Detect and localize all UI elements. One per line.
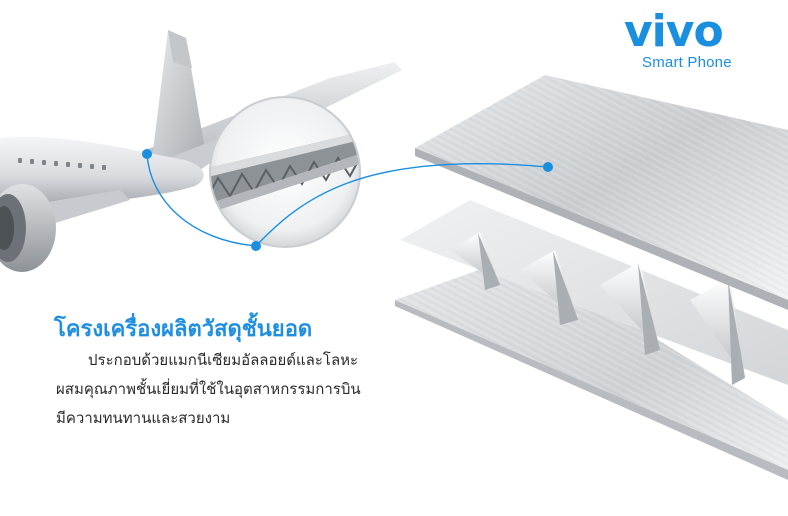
airplane-graphic (0, 30, 402, 272)
callout-lines (146, 153, 549, 247)
feature-headline: โครงเครื่องผลิตวัสดุชั้นยอด (54, 317, 313, 342)
callout-dot-magnifier (251, 241, 261, 251)
metal-layers-graphic (395, 75, 788, 480)
callout-dot-airplane (142, 149, 152, 159)
callout-dot-plate (543, 162, 553, 172)
brand-wordmark: vivo (624, 6, 724, 57)
wing-structure-magnifier (209, 96, 361, 248)
description-line: มีความทนทานและสวยงาม (56, 409, 231, 427)
description-line: ผสมคุณภาพชั้นเยี่ยมที่ใช้ในอุตสาหกรรมการ… (56, 380, 361, 398)
brand-tagline: Smart Phone (642, 54, 732, 71)
callout-dots (142, 149, 553, 251)
brand-logo: vivo Smart Phone (624, 10, 774, 76)
description-line: ประกอบด้วยแมกนีเซียมอัลลอยด์และโลหะ (88, 351, 359, 369)
feature-description: ประกอบด้วยแมกนีเซียมอัลลอยด์และโลหะ ผสมค… (56, 346, 436, 433)
